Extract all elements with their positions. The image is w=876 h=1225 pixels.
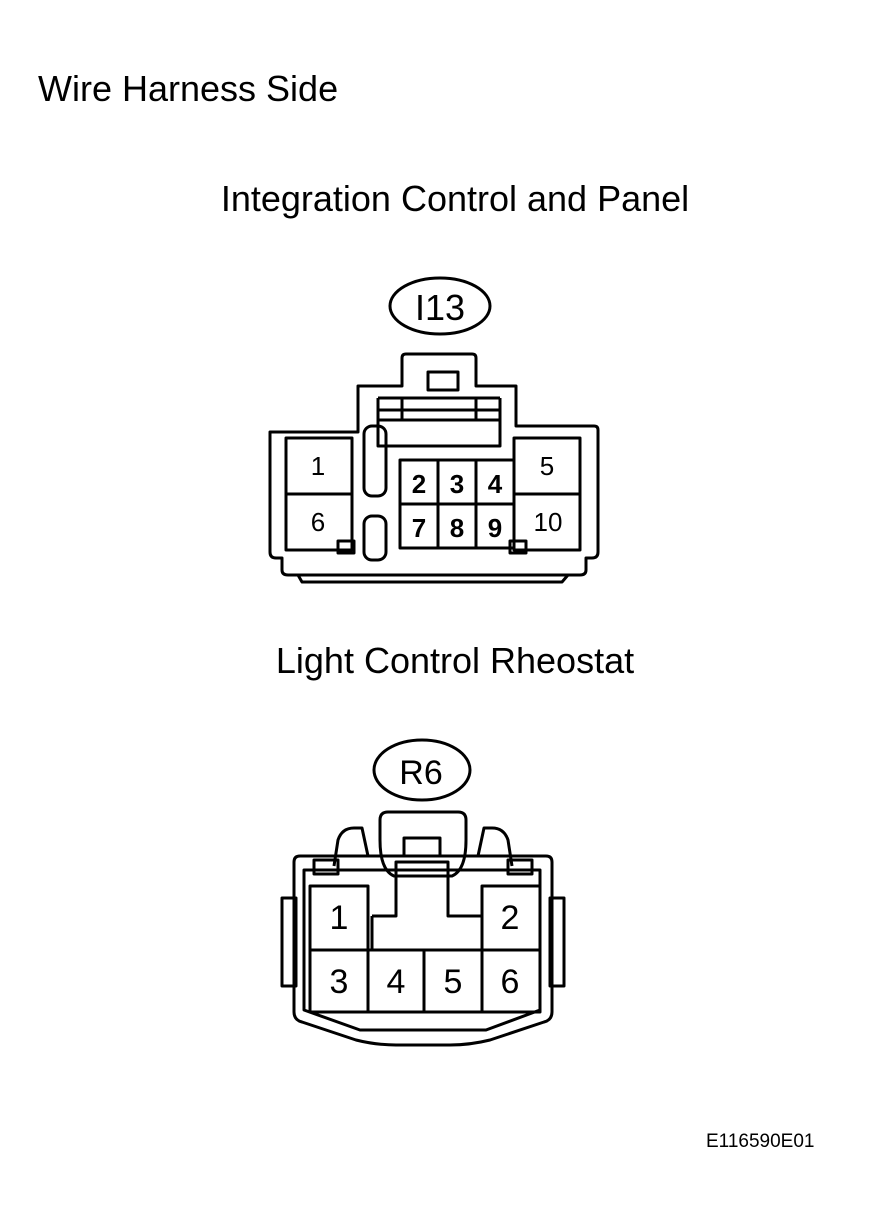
latch-window-i13 (426, 370, 460, 392)
connector-i13 (268, 276, 600, 584)
pin-label: 8 (450, 513, 464, 543)
pin-label: 2 (412, 469, 426, 499)
pin-label: 4 (387, 963, 406, 1001)
connector-code-i13: I13 (415, 287, 465, 328)
latch-r6 (378, 810, 468, 878)
pin-label: 6 (311, 507, 325, 537)
side-rib-right-r6 (548, 896, 566, 988)
connector-code-ellipse-r6 (372, 738, 472, 802)
connector-housing-r6 (292, 854, 554, 1047)
guide-slot-upper-i13 (362, 424, 388, 498)
guide-slot-lower-i13 (362, 514, 388, 562)
pin-label: 2 (501, 899, 520, 937)
connector-r6 (280, 738, 566, 1047)
pin-label: 10 (534, 507, 563, 537)
pin-label: 3 (450, 469, 464, 499)
figure-id: E116590E01 (706, 1131, 815, 1152)
connector-title-r6: Light Control Rheostat (275, 640, 635, 681)
pin-label: 6 (501, 963, 520, 1001)
connector-housing-i13 (268, 352, 600, 577)
connector-title-i13: Integration Control and Panel (220, 178, 690, 219)
pin-label: 1 (311, 451, 325, 481)
connector-base-i13 (296, 574, 570, 584)
pin-label: 1 (330, 899, 349, 937)
connector-code-r6: R6 (399, 754, 442, 792)
pin-label: 4 (488, 469, 503, 499)
pin-label: 5 (540, 451, 554, 481)
pin-label: 5 (444, 963, 463, 1001)
pin-label: 7 (412, 513, 426, 543)
side-rib-left-r6 (280, 896, 298, 988)
page-heading: Wire Harness Side (38, 68, 339, 109)
connector-code-ellipse-i13 (388, 276, 492, 336)
pin-label: 9 (488, 513, 502, 543)
pin-label: 3 (330, 963, 349, 1001)
